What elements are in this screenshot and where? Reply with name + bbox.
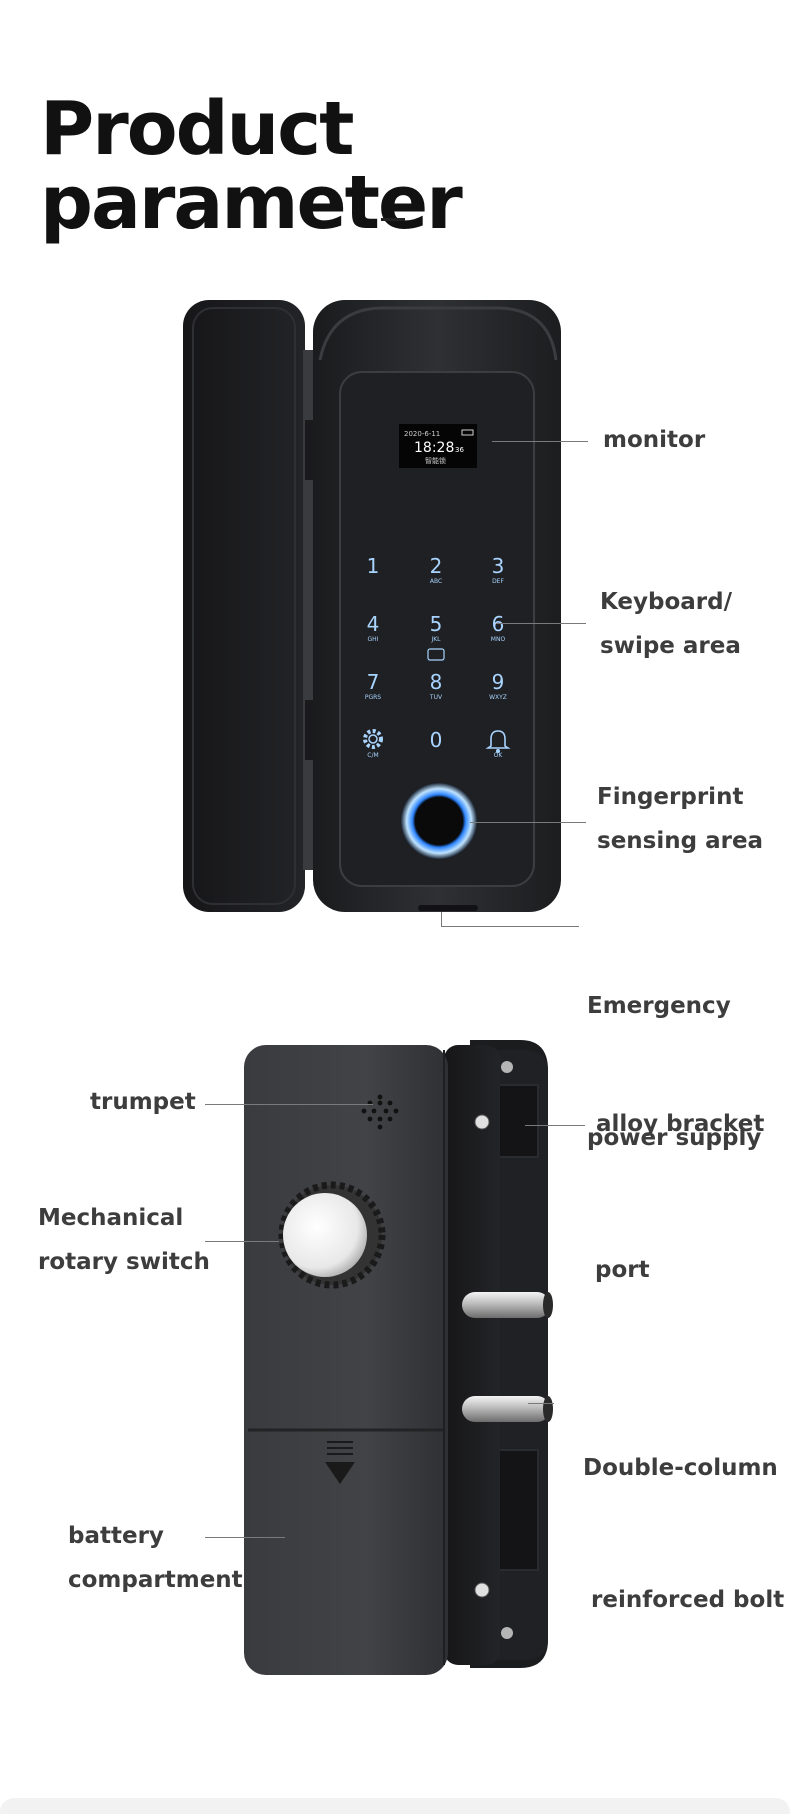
usb-port bbox=[418, 905, 478, 911]
monitor-leader bbox=[492, 441, 588, 442]
key-3-letters: DEF bbox=[492, 578, 504, 585]
key-4: 4 bbox=[367, 612, 380, 636]
alloy-bracket bbox=[495, 1084, 539, 1158]
label-keyboard: Keyboard/ swipe area bbox=[600, 589, 741, 659]
title-underline bbox=[381, 218, 405, 221]
fingerprint-leader bbox=[470, 822, 586, 823]
emergency-leader-v bbox=[441, 912, 442, 926]
screen-time: 18:28 bbox=[414, 440, 454, 456]
keypad: 1 2 ABC 3 DEF 4 GHI 5 JKL 6 MNO 7 PGRS 8… bbox=[363, 554, 511, 759]
rotary-knob bbox=[278, 1181, 386, 1289]
battery-status-icon bbox=[461, 429, 474, 436]
gear-icon bbox=[363, 729, 383, 749]
label-mechanical: Mechanical rotary switch bbox=[38, 1205, 210, 1275]
screen-seconds: 36 bbox=[455, 446, 464, 454]
key-7: 7 bbox=[367, 670, 380, 694]
key-1: 1 bbox=[367, 554, 380, 578]
label-fingerprint: Fingerprint sensing area bbox=[597, 784, 764, 854]
emergency-leader bbox=[441, 926, 579, 927]
face-panel bbox=[339, 371, 535, 887]
fingerprint-sensor bbox=[401, 783, 477, 859]
monitor-screen bbox=[399, 424, 477, 468]
lock-front-view: 2020-6-11 18:28 36 智能锁 1 2 ABC 3 DEF 4 G… bbox=[183, 300, 561, 912]
label-monitor: monitor bbox=[603, 427, 706, 453]
page-title: Product parameter bbox=[40, 86, 463, 246]
screw bbox=[474, 1582, 490, 1598]
key-6-letters: MNO bbox=[491, 636, 506, 643]
key-2-letters: ABC bbox=[430, 578, 442, 585]
label-alloy-bracket: alloy bracket bbox=[596, 1111, 765, 1137]
screen-caption: 智能锁 bbox=[425, 456, 446, 465]
screen-date: 2020-6-11 bbox=[404, 430, 440, 438]
key-6: 6 bbox=[492, 612, 505, 636]
alloy-leader bbox=[525, 1125, 585, 1126]
label-battery: battery compartment bbox=[68, 1523, 243, 1593]
key-2: 2 bbox=[430, 554, 443, 578]
reinforced-bolt-1 bbox=[462, 1292, 553, 1318]
bell-icon bbox=[485, 730, 511, 753]
label-bolt: Double-column reinforced bolt bbox=[583, 1455, 785, 1613]
lock-side-view bbox=[244, 1040, 553, 1675]
key-8: 8 bbox=[430, 670, 443, 694]
keyboard-leader bbox=[496, 623, 586, 624]
mechanical-leader bbox=[205, 1241, 279, 1242]
key-7-letters: PGRS bbox=[365, 694, 381, 701]
down-arrow-icon bbox=[325, 1441, 355, 1484]
battery-leader bbox=[205, 1537, 285, 1538]
key-5: 5 bbox=[430, 612, 443, 636]
side-body bbox=[244, 1045, 448, 1675]
key-9-letters: WXYZ bbox=[489, 694, 507, 701]
key-9: 9 bbox=[492, 670, 505, 694]
key-4-letters: GHI bbox=[368, 636, 379, 643]
label-trumpet: trumpet bbox=[90, 1089, 196, 1115]
key-8-letters: TUV bbox=[429, 694, 443, 701]
card-icon bbox=[427, 648, 445, 661]
screw bbox=[474, 1114, 490, 1130]
key-cm-letters: C/M bbox=[367, 752, 378, 759]
bolt-leader bbox=[528, 1403, 554, 1404]
key-0: 0 bbox=[430, 728, 443, 752]
left-block bbox=[183, 300, 305, 912]
key-3: 3 bbox=[492, 554, 505, 578]
label-emergency: Emergency power supply port bbox=[587, 993, 762, 1283]
bottom-panel bbox=[0, 1798, 790, 1814]
reinforced-bolt-2 bbox=[462, 1396, 553, 1422]
key-ok-letters: OK bbox=[494, 752, 504, 759]
trumpet-leader bbox=[205, 1104, 373, 1105]
key-5-letters: JKL bbox=[430, 636, 441, 643]
